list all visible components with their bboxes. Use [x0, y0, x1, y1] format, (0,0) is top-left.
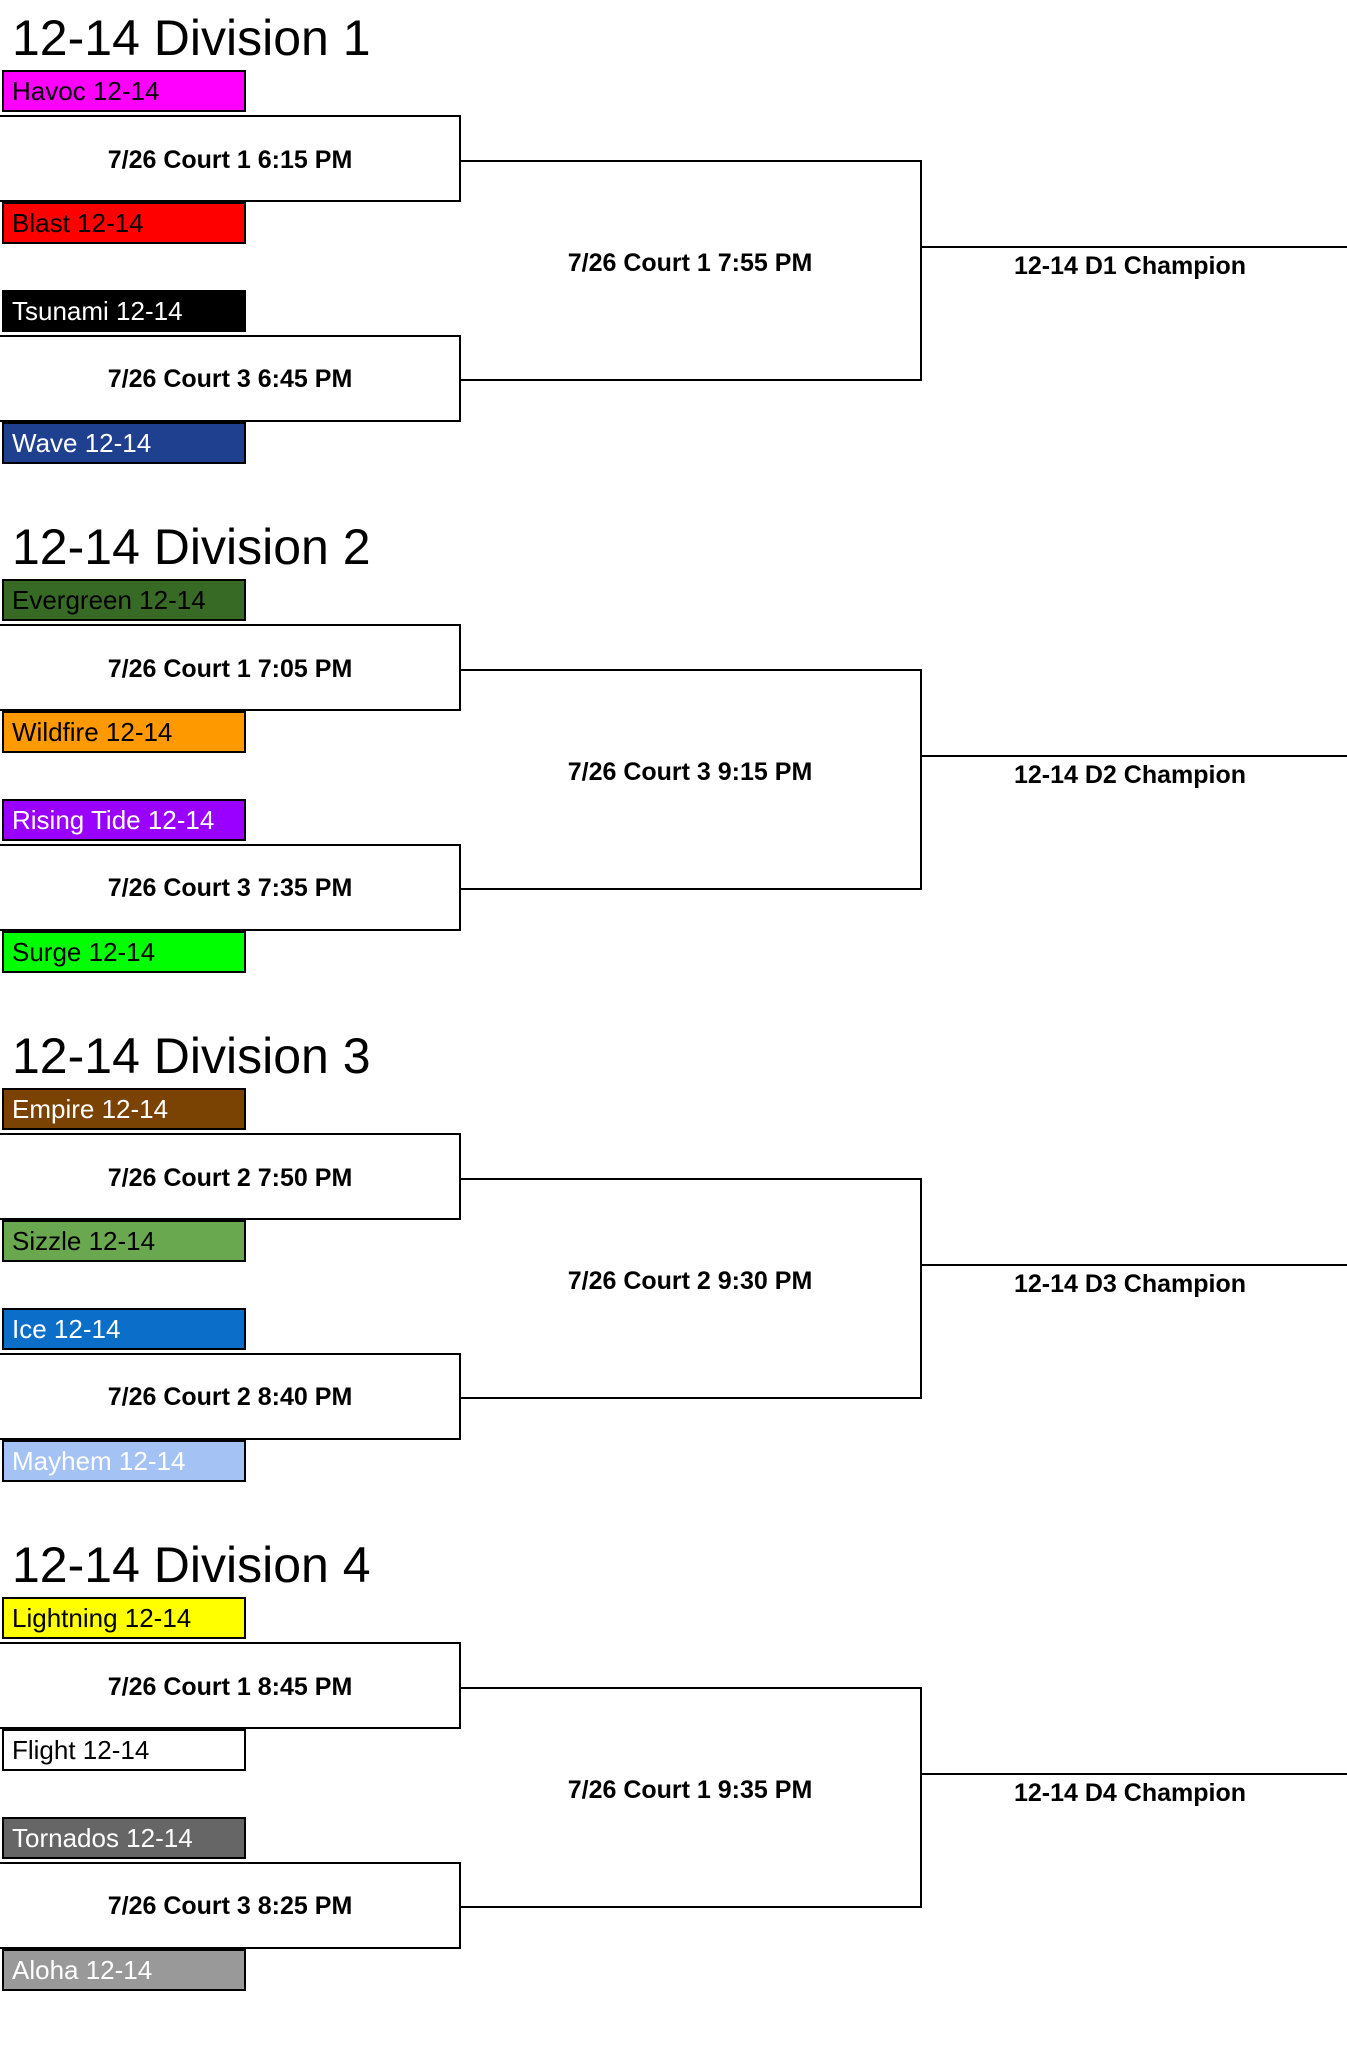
- champion-label: 12-14 D2 Champion: [1013, 761, 1246, 789]
- bracket-line: [459, 844, 461, 931]
- bracket-line: [920, 246, 1347, 248]
- bracket-line: [459, 115, 461, 202]
- bracket-line: [920, 160, 922, 381]
- team-slot: Havoc 12-14: [2, 70, 246, 112]
- bracket-line: [920, 1687, 922, 1908]
- game-label: 7/26 Court 1 6:15 PM: [107, 146, 353, 174]
- team-slot: Sizzle 12-14: [2, 1220, 246, 1262]
- bracket-line: [0, 929, 461, 931]
- team-slot: Surge 12-14: [2, 931, 246, 973]
- bracket-line: [459, 1906, 922, 1908]
- team-slot: Evergreen 12-14: [2, 579, 246, 621]
- bracket-line: [0, 335, 461, 337]
- game-label: 7/26 Court 2 8:40 PM: [107, 1383, 353, 1411]
- bracket-line: [459, 335, 461, 422]
- team-slot: Mayhem 12-14: [2, 1440, 246, 1482]
- bracket-line: [0, 1438, 461, 1440]
- bracket-line: [459, 1133, 461, 1220]
- bracket-line: [0, 1133, 461, 1135]
- bracket-line: [0, 1862, 461, 1864]
- team-slot: Tsunami 12-14: [2, 290, 246, 332]
- bracket-line: [459, 669, 922, 671]
- bracket-line: [920, 1178, 922, 1399]
- team-slot: Lightning 12-14: [2, 1597, 246, 1639]
- team-slot: Wave 12-14: [2, 422, 246, 464]
- bracket-line: [459, 1353, 461, 1440]
- division-title: 12-14 Division 4: [12, 1537, 371, 1593]
- final-game-label: 7/26 Court 3 9:15 PM: [567, 758, 813, 786]
- bracket-line: [459, 888, 922, 890]
- bracket-line: [920, 1264, 1347, 1266]
- game-label: 7/26 Court 3 7:35 PM: [107, 874, 353, 902]
- bracket-line: [920, 1773, 1347, 1775]
- bracket-line: [459, 379, 922, 381]
- bracket-line: [0, 200, 461, 202]
- team-slot: Empire 12-14: [2, 1088, 246, 1130]
- game-label: 7/26 Court 3 6:45 PM: [107, 365, 353, 393]
- bracket-line: [459, 160, 922, 162]
- team-slot: Blast 12-14: [2, 202, 246, 244]
- team-slot: Aloha 12-14: [2, 1949, 246, 1991]
- team-slot: Tornados 12-14: [2, 1817, 246, 1859]
- champion-label: 12-14 D1 Champion: [1013, 252, 1246, 280]
- bracket-line: [0, 1218, 461, 1220]
- team-slot: Wildfire 12-14: [2, 711, 246, 753]
- game-label: 7/26 Court 1 8:45 PM: [107, 1673, 353, 1701]
- bracket-line: [459, 1397, 922, 1399]
- bracket-line: [0, 1947, 461, 1949]
- bracket-line: [459, 1642, 461, 1729]
- final-game-label: 7/26 Court 1 7:55 PM: [567, 249, 813, 277]
- bracket-line: [920, 755, 1347, 757]
- final-game-label: 7/26 Court 1 9:35 PM: [567, 1776, 813, 1804]
- bracket-line: [459, 624, 461, 711]
- game-label: 7/26 Court 2 7:50 PM: [107, 1164, 353, 1192]
- bracket-line: [0, 420, 461, 422]
- bracket-line: [0, 115, 461, 117]
- champion-label: 12-14 D3 Champion: [1013, 1270, 1246, 1298]
- bracket-line: [0, 844, 461, 846]
- bracket-line: [459, 1687, 922, 1689]
- bracket-line: [0, 1642, 461, 1644]
- team-slot: Rising Tide 12-14: [2, 799, 246, 841]
- bracket-line: [920, 669, 922, 890]
- game-label: 7/26 Court 1 7:05 PM: [107, 655, 353, 683]
- division-title: 12-14 Division 2: [12, 519, 371, 575]
- game-label: 7/26 Court 3 8:25 PM: [107, 1892, 353, 1920]
- bracket-line: [0, 709, 461, 711]
- bracket-line: [0, 1727, 461, 1729]
- division-title: 12-14 Division 1: [12, 10, 371, 66]
- champion-label: 12-14 D4 Champion: [1013, 1779, 1246, 1807]
- final-game-label: 7/26 Court 2 9:30 PM: [567, 1267, 813, 1295]
- team-slot: Ice 12-14: [2, 1308, 246, 1350]
- bracket-line: [459, 1862, 461, 1949]
- team-slot: Flight 12-14: [2, 1729, 246, 1771]
- bracket-line: [0, 624, 461, 626]
- division-title: 12-14 Division 3: [12, 1028, 371, 1084]
- bracket-line: [0, 1353, 461, 1355]
- bracket-line: [459, 1178, 922, 1180]
